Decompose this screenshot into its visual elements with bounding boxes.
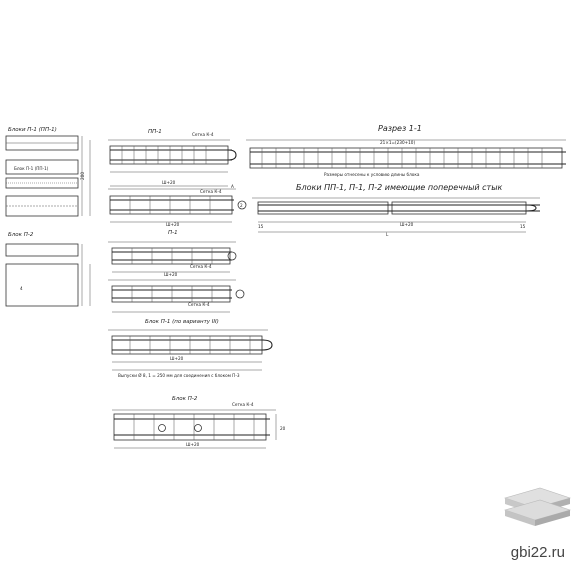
p1-beam xyxy=(111,247,231,265)
p1-title: П-1 xyxy=(168,230,178,236)
elev2-mark-a: А xyxy=(231,184,234,189)
pp1-elevation: ПП-1 Сетка К-4 Ш+20 xyxy=(108,129,237,187)
p1-stirrup-label: Сетка К-4 xyxy=(190,264,212,269)
elev2-callout-mark: 2 xyxy=(240,203,243,208)
section-beam xyxy=(249,147,563,169)
elev2-callout xyxy=(237,200,247,210)
block-p2-stirrup-label: Сетка К-4 xyxy=(232,402,254,407)
pp1-beam xyxy=(109,145,229,165)
watermark-logo xyxy=(503,487,572,526)
p2-side-dim: 20 xyxy=(280,426,286,431)
joint-blocks: Блоки ПП-1, П-1, П-2 имеющие поперечный … xyxy=(252,183,540,237)
p1b-stirrup-label: Сетка К-4 xyxy=(188,302,210,307)
joint-dim: Ш+20 xyxy=(400,222,414,227)
section-title: Разрез 1-1 xyxy=(378,124,422,133)
pp1-stirrups xyxy=(121,146,207,164)
left-dim-vert: 200 xyxy=(80,172,85,180)
joint-left-beam xyxy=(257,201,389,215)
elev2-stirrup-label: Сетка К-4 xyxy=(200,189,222,194)
joint-right-beam xyxy=(391,201,527,215)
section-dim: 21×1=(230+10) xyxy=(380,140,415,145)
joint-title: Блоки ПП-1, П-1, П-2 имеющие поперечный … xyxy=(296,183,503,192)
pp1-title: ПП-1 xyxy=(148,129,162,135)
block-p1-variant: Блок П-1 (по варианту III) Ш+20 Выпуски … xyxy=(108,319,273,378)
left-block-p2-top xyxy=(5,243,79,257)
p2-dim: Ш+20 xyxy=(186,442,200,447)
left-blocks-title: Блоки П-1 (ПП-1) xyxy=(8,127,57,133)
elev2-beam xyxy=(109,195,233,215)
block-p2: Блок П-2 Сетка К-4 20 Ш+20 xyxy=(112,396,286,449)
variant-beam xyxy=(111,335,263,355)
pp1-dim-bottom: Ш+20 xyxy=(162,180,176,185)
variant-hook xyxy=(261,339,273,351)
pp1-stirrup-label: Сетка К-4 xyxy=(192,132,214,137)
watermark-text: gbi22.ru xyxy=(510,544,565,561)
block-p1-variant-title: Блок П-1 (по варианту III) xyxy=(145,319,219,325)
p1-dim: Ш+20 xyxy=(164,272,178,277)
size-note: Размеры отнесены к условию длины блока xyxy=(324,172,420,177)
elev2-dim: Ш+20 xyxy=(166,222,180,227)
joint-dim-l: L xyxy=(386,232,389,237)
release-note: Выпуски Ø 8, 1 = 250 мм для соединения с… xyxy=(118,373,240,378)
pp1-elevation-2: Сетка К-4 А 2 Ш+20 xyxy=(108,184,247,227)
p1b-beam xyxy=(111,285,231,303)
section-stirrups xyxy=(261,148,543,168)
left-block-2-label: Блок П-1 (ПП-1) xyxy=(14,166,49,171)
left-block-group: Блоки П-1 (ПП-1) Блок П-1 (ПП-1) 200 Бло… xyxy=(5,127,91,307)
p1-elevation: П-1 Сетка К-4 Ш+20 xyxy=(108,230,237,277)
block-p2-title: Блок П-2 xyxy=(172,396,198,402)
joint-mark-15-left: 15 xyxy=(258,224,264,229)
p1-callout xyxy=(227,251,237,261)
p1-elevation-2: Сетка К-4 xyxy=(108,279,245,313)
section-1-1: Разрез 1-1 21×1=(230+10) xyxy=(246,124,566,177)
left-block-p2-label: 4 xyxy=(20,286,23,291)
left-block-p2-title: Блок П-2 xyxy=(8,232,34,238)
variant-dim: Ш+20 xyxy=(170,356,184,361)
left-block-2 xyxy=(5,159,79,175)
p1b-callout xyxy=(235,289,245,299)
pp1-hook xyxy=(227,149,237,161)
joint-mark-15-right: 15 xyxy=(520,224,526,229)
p2-beam xyxy=(113,413,267,441)
left-block-p2-body xyxy=(5,263,79,307)
